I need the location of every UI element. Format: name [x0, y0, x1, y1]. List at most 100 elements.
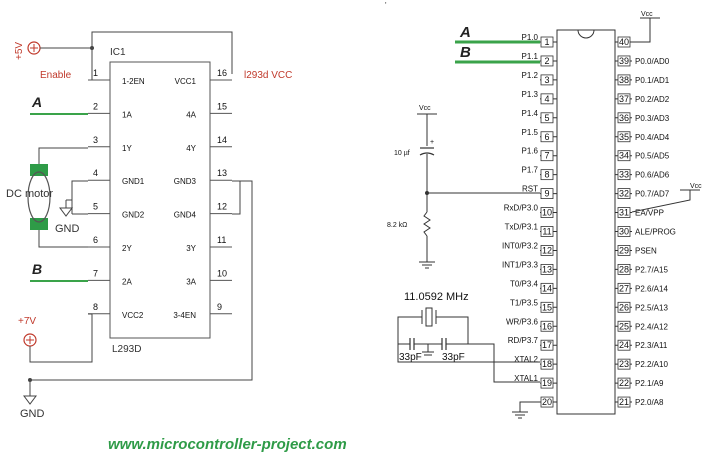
mcu-pin-number: 39	[619, 56, 629, 66]
mcu-pin-number: 26	[619, 302, 629, 312]
mcu-pin-box	[540, 150, 554, 162]
mcu-pin-number: 36	[619, 113, 629, 123]
motor-terminal-bottom	[30, 218, 48, 230]
mcu-pin-number: 14	[542, 283, 552, 293]
mcu-pin-number: 20	[542, 397, 552, 407]
l293d-pin-label: 3Y	[186, 244, 196, 253]
mcu-pin-label: EA/VPP	[635, 209, 664, 218]
mcu-pin-number: 7	[544, 151, 549, 161]
l293d-pin-number: 7	[93, 268, 98, 278]
mcu-pin-number: 30	[619, 227, 629, 237]
vcc-reset: Vcc	[419, 105, 431, 112]
vcc-label: l293d VCC	[244, 70, 292, 81]
mcu-pin-number: 4	[544, 94, 549, 104]
mcu-pin-number: 33	[619, 170, 629, 180]
mcu-pin-box	[540, 320, 554, 332]
mcu-pin-label: P0.7/AD7	[635, 190, 670, 199]
mcu-pin-label: P2.6/A14	[635, 284, 668, 293]
mcu-pin-box	[617, 339, 631, 351]
mcu-pin-label: P1.7	[522, 166, 539, 175]
mcu-pin-box	[540, 131, 554, 143]
mcu-pin-label: WR/P3.6	[506, 317, 539, 326]
mcu-pin-number: 21	[619, 397, 629, 407]
mcu-pin-box	[617, 301, 631, 313]
mcu-pin-box	[617, 188, 631, 200]
mcu-pin-box	[617, 112, 631, 124]
l293d-pin-number: 2	[93, 101, 98, 111]
gnd-icon-motor	[59, 207, 73, 217]
mcu-pin-label: P2.5/A13	[635, 303, 668, 312]
mcu-notch	[577, 29, 595, 39]
mcu-pin-box	[617, 93, 631, 105]
motor-terminal-top	[30, 164, 48, 176]
mcu-pins: 1P1.02P1.13P1.24P1.35P1.46P1.57P1.68P1.7…	[502, 33, 676, 408]
mcu-pin-number: 16	[542, 321, 552, 331]
enable-label: Enable	[40, 70, 72, 81]
mcu-pin-box	[540, 226, 554, 237]
label-a-left: A	[31, 94, 42, 110]
mcu-pin-label: TxD/P3.1	[505, 223, 539, 232]
mcu-pin-number: 1	[544, 37, 549, 47]
l293d-pin-label: VCC2	[122, 311, 144, 320]
l293d-pin-number: 8	[93, 302, 98, 312]
chip-name: L293D	[112, 344, 141, 355]
l293d-pin-label: GND1	[122, 177, 145, 186]
mcu-pin-box	[617, 226, 631, 237]
mcu-pin-label: P0.1/AD1	[635, 76, 670, 85]
plus5v-label: +5V	[14, 42, 25, 60]
l293d-pin-label: GND2	[122, 211, 145, 220]
wire-xtal1	[436, 316, 540, 383]
label-a-right: A	[459, 24, 471, 41]
mcu-pin-label: INT1/P3.3	[502, 260, 539, 269]
reset-cap-label: 10 µf	[394, 150, 410, 157]
l293d-pin-number: 15	[217, 101, 227, 111]
l293d-pin-number: 5	[93, 202, 98, 212]
mcu-pin-number: 25	[619, 321, 629, 331]
gnd-label-motor: GND	[55, 223, 80, 235]
mcu-body	[556, 29, 616, 415]
dc-motor-icon	[27, 171, 51, 223]
mcu-pin-label: P1.1	[522, 52, 539, 61]
mcu-pin-box	[540, 282, 554, 294]
l293d-pin-label: 4A	[186, 110, 196, 119]
mcu-pin-number: 40	[619, 37, 629, 47]
mcu-pin-box	[617, 74, 631, 86]
mcu-pin-box	[540, 358, 554, 370]
mcu-pin-label: P0.4/AD4	[635, 133, 670, 142]
mcu-pin-label: P2.3/A11	[635, 341, 668, 350]
mcu-circuit: 1P1.02P1.13P1.24P1.35P1.46P1.57P1.68P1.7…	[385, 1, 702, 419]
mcu-pin-label: P2.7/A15	[635, 265, 668, 274]
l293d-pin-number: 6	[93, 235, 98, 245]
mcu-pin-box	[617, 282, 631, 294]
l293d-pin-number: 10	[217, 268, 227, 278]
mcu-pin-box	[540, 93, 554, 105]
mcu-pin-number: 29	[619, 245, 629, 255]
mcu-pin-number: 17	[542, 340, 552, 350]
l293d-pin-label: 3-4EN	[173, 311, 196, 320]
mcu-pin-label: INT0/P3.2	[502, 241, 539, 250]
mcu-pin-number: 2	[544, 56, 549, 66]
wire-gnd-bus	[30, 180, 253, 381]
mcu-pin-box	[540, 169, 554, 181]
mcu-pin-label: P0.6/AD6	[635, 171, 670, 180]
crystal-label: 11.0592 MHz	[404, 291, 469, 303]
l293d-pin-label: 2Y	[122, 244, 132, 253]
vcc-ea: Vcc	[690, 183, 702, 190]
mcu-pin-box	[540, 263, 554, 275]
ic-label: IC1	[110, 47, 126, 58]
mcu-pin-number: 35	[619, 132, 629, 142]
mcu-pin-number: 10	[542, 208, 552, 218]
mcu-pin-box	[617, 396, 631, 408]
mcu-pin-label: P2.0/A8	[635, 398, 664, 407]
mcu-pin-number: 19	[542, 378, 552, 388]
mcu-pin-box	[617, 320, 631, 332]
mcu-pin-box	[540, 396, 554, 408]
reset-resistor-icon	[423, 211, 431, 237]
l293d-pin-number: 16	[217, 68, 227, 78]
wire-xtal2	[397, 316, 540, 363]
plus7v-label: +7V	[18, 316, 36, 327]
mcu-pin-box	[540, 188, 554, 200]
mcu-pin-number: 38	[619, 75, 629, 85]
label-b-left: B	[32, 261, 42, 277]
l293d-pin-number: 3	[93, 135, 98, 145]
